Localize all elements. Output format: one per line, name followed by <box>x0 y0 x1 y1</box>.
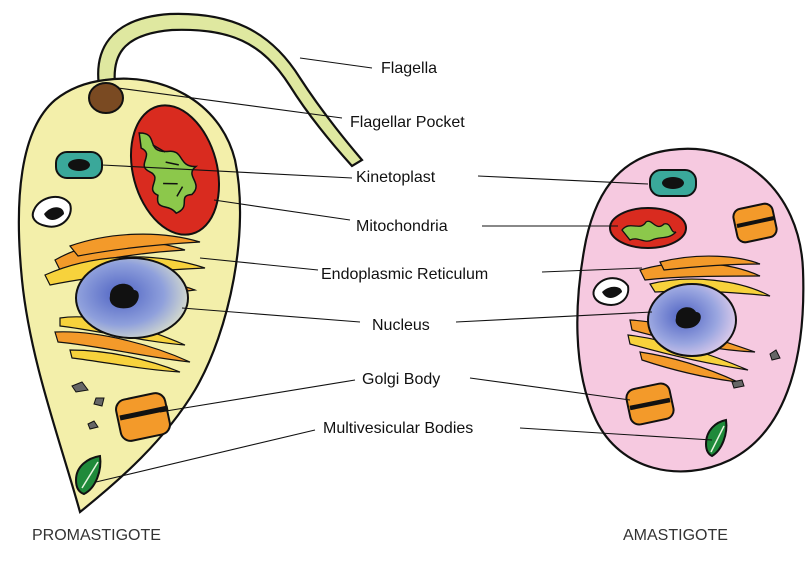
label-multivesicular-bodies: Multivesicular Bodies <box>323 420 473 437</box>
golgi-body <box>114 391 172 442</box>
caption-promastigote: PROMASTIGOTE <box>32 527 161 544</box>
amastigote-cell <box>577 149 803 472</box>
flagellar-pocket <box>89 83 123 113</box>
golgi-body <box>732 202 778 244</box>
label-flagella: Flagella <box>381 60 437 77</box>
mitochondrion <box>610 208 686 248</box>
caption-amastigote: AMASTIGOTE <box>623 527 728 544</box>
label-mitochondria: Mitochondria <box>356 218 448 235</box>
label-golgi-body: Golgi Body <box>362 371 440 388</box>
label-kinetoplast: Kinetoplast <box>356 169 436 186</box>
label-nucleus: Nucleus <box>372 317 430 334</box>
label-flagellar-pocket: Flagellar Pocket <box>350 114 465 131</box>
promastigote-cell <box>19 14 362 512</box>
label-endoplasmic-reticulum: Endoplasmic Reticulum <box>321 266 488 283</box>
golgi-body <box>625 382 676 426</box>
